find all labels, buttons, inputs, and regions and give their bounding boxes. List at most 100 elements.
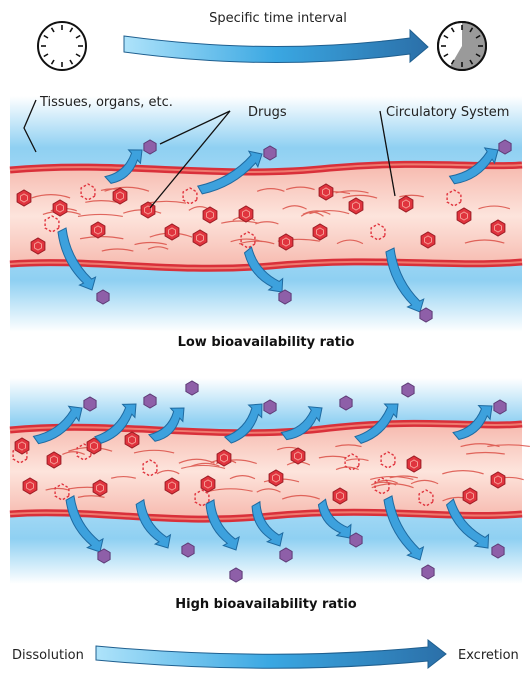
- end-clock-icon: [437, 21, 487, 71]
- label-leader-lines: [23, 99, 396, 209]
- drug-molecule-blood: [420, 231, 436, 249]
- drug-molecule-blood: [164, 223, 180, 241]
- drug-molecule-blood: [202, 206, 218, 224]
- drug-molecule-blood: [268, 469, 284, 487]
- dissolved-drug-site: [380, 451, 396, 469]
- drug-molecule-blood: [398, 195, 414, 213]
- drug-molecule-tissue: [278, 289, 292, 305]
- diffusion-arrow: [57, 227, 97, 291]
- dissolved-drug-site: [44, 215, 60, 233]
- blood-vessel: [10, 423, 522, 520]
- diffusion-arrow: [205, 499, 240, 551]
- diffusion-arrow: [93, 403, 137, 444]
- diffusion-arrow: [147, 407, 185, 442]
- drug-molecule-blood: [22, 477, 38, 495]
- drug-molecule-tissue: [421, 564, 435, 580]
- drug-molecule-blood: [30, 237, 46, 255]
- diffusion-arrow: [243, 246, 284, 293]
- diffusion-arrow: [445, 498, 490, 549]
- drug-molecule-blood: [112, 187, 128, 205]
- diffusion-arrow: [223, 403, 263, 444]
- dissolved-drug-site: [446, 189, 462, 207]
- drug-molecule-blood: [16, 189, 32, 207]
- drug-molecule-blood: [312, 223, 328, 241]
- diffusion-arrow: [104, 149, 143, 184]
- drug-molecule-tissue: [143, 139, 157, 155]
- excretion-label: Excretion: [458, 648, 519, 663]
- drug-molecule-blood: [192, 229, 208, 247]
- dissolved-drug-site: [80, 183, 96, 201]
- drug-molecule-tissue: [181, 542, 195, 558]
- diffusion-arrow: [383, 495, 425, 561]
- diffusion-arrow: [448, 147, 499, 185]
- drug-molecule-tissue: [143, 393, 157, 409]
- dissolved-drug-site: [12, 446, 28, 464]
- drug-molecule-blood: [406, 455, 422, 473]
- time-interval-label: Specific time interval: [209, 11, 347, 26]
- drug-molecule-tissue: [493, 399, 507, 415]
- drug-molecule-blood: [92, 479, 108, 497]
- drug-molecule-tissue: [401, 382, 415, 398]
- drug-molecule-blood: [332, 487, 348, 505]
- drug-molecule-blood: [490, 219, 506, 237]
- drugs-label: Drugs: [248, 105, 287, 120]
- diffusion-arrow: [65, 495, 104, 553]
- diffusion-arrow: [32, 405, 83, 445]
- diffusion-arrow: [354, 403, 399, 444]
- diffusion-arrow: [251, 500, 284, 547]
- diffusion-arrow: [317, 498, 352, 539]
- diffusion-arrow: [452, 404, 493, 441]
- start-clock-icon: [37, 21, 87, 71]
- drug-molecule-tissue: [263, 399, 277, 415]
- blood-vessel: [10, 164, 522, 269]
- dissolved-drug-site: [142, 459, 158, 477]
- circulatory-system-label: Circulatory System: [386, 105, 509, 120]
- high-bioavailability-caption: High bioavailability ratio: [175, 597, 357, 612]
- drug-molecule-tissue: [229, 567, 243, 583]
- drug-molecule-tissue: [96, 289, 110, 305]
- dissolved-drug-site: [54, 483, 70, 501]
- drug-molecule-blood: [200, 475, 216, 493]
- drug-molecule-blood: [216, 449, 232, 467]
- drug-molecule-blood: [278, 233, 294, 251]
- drug-molecule-blood: [164, 477, 180, 495]
- dissolved-drug-site: [344, 453, 360, 471]
- dissolved-drug-site: [374, 477, 390, 495]
- drug-molecule-tissue: [185, 380, 199, 396]
- diffusion-arrow: [385, 247, 425, 313]
- dissolved-drug-site: [418, 489, 434, 507]
- drug-molecule-tissue: [491, 543, 505, 559]
- drug-molecule-tissue: [83, 396, 97, 412]
- drug-molecule-tissue: [349, 532, 363, 548]
- drug-molecule-tissue: [263, 145, 277, 161]
- drug-molecule-blood: [290, 447, 306, 465]
- drug-molecule-tissue: [279, 547, 293, 563]
- drug-molecule-tissue: [498, 139, 512, 155]
- diffusion-arrow: [196, 150, 263, 195]
- drug-molecule-blood: [46, 451, 62, 469]
- drug-molecule-blood: [490, 471, 506, 489]
- dissolved-drug-site: [240, 231, 256, 249]
- dissolved-drug-site: [76, 443, 92, 461]
- drug-molecule-blood: [456, 207, 472, 225]
- dissolution-label: Dissolution: [12, 648, 84, 663]
- drug-molecule-tissue: [419, 307, 433, 323]
- drug-molecule-blood: [462, 487, 478, 505]
- dissolved-drug-site: [194, 489, 210, 507]
- high-bioavailability-panel: [9, 378, 530, 584]
- drug-molecule-blood: [348, 197, 364, 215]
- low-bioavailability-caption: Low bioavailability ratio: [178, 335, 355, 350]
- tissues-label: Tissues, organs, etc.: [39, 95, 173, 110]
- drug-molecule-blood: [90, 221, 106, 239]
- diffusion-arrow: [280, 406, 323, 441]
- drug-molecule-blood: [318, 183, 334, 201]
- drug-molecule-blood: [238, 205, 254, 223]
- process-arrow: [95, 638, 447, 670]
- drug-molecule-tissue: [97, 548, 111, 564]
- diffusion-arrow: [135, 498, 172, 549]
- dissolved-drug-site: [182, 187, 198, 205]
- drug-molecule-blood: [52, 199, 68, 217]
- low-bioavailability-panel: [9, 96, 523, 332]
- drug-molecule-blood: [124, 431, 140, 449]
